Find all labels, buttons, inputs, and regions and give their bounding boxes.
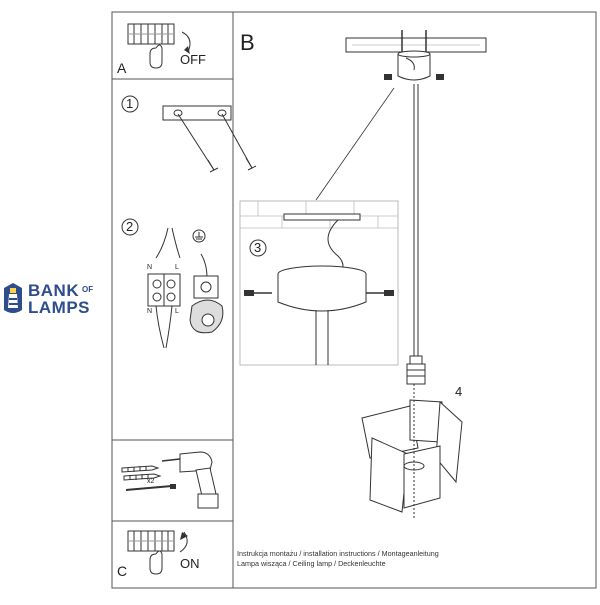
terminal-label-l: L — [175, 264, 179, 271]
hand-icon — [149, 550, 163, 575]
terminal-block-icon — [127, 23, 175, 45]
step-number-3: 3 — [254, 240, 262, 255]
logo-line-2: LAMPS — [28, 298, 90, 317]
screw-icon — [125, 484, 176, 491]
terminal-label-n: N — [147, 264, 153, 271]
footer-instructions: Instrukcja montażu / installation instru… — [237, 549, 439, 558]
panel-label-b: B — [240, 30, 255, 55]
terminal-block-icon — [127, 530, 175, 552]
terminal-label-l-out: L — [175, 308, 179, 315]
step-1-ceiling-wires — [121, 95, 257, 173]
footer-product: Lampa wisząca / Ceiling lamp / Deckenleu… — [237, 559, 386, 568]
switch-state-on: ON — [180, 556, 200, 571]
wall-plug-icon — [121, 465, 160, 473]
logo-line-1: BANK — [28, 281, 80, 300]
step-4-lampshade — [361, 384, 463, 520]
step-number-2: 2 — [126, 219, 134, 234]
ceiling-bracket — [345, 30, 487, 53]
logo-superscript: OF — [82, 285, 94, 294]
step-3-canopy-detail — [239, 200, 399, 366]
outer-frame — [111, 11, 597, 589]
zoom-leader-line — [315, 87, 395, 201]
mounting-kit-box — [111, 439, 234, 522]
step-number-1: 1 — [126, 96, 134, 111]
hand-icon — [149, 44, 163, 69]
arrow-head-icon — [180, 532, 188, 540]
switch-state-off: OFF — [180, 52, 206, 67]
terminal-label-n-out: N — [147, 308, 153, 315]
mounting-kit — [121, 451, 219, 509]
canopy — [384, 50, 444, 81]
panel-label-c: C — [117, 563, 128, 579]
panel-c-switch-on — [111, 439, 234, 589]
panel-a-switch-off — [111, 11, 234, 80]
step-number-4: 4 — [455, 384, 463, 399]
drill-icon — [161, 451, 219, 509]
side-screw-icon — [244, 290, 272, 296]
arrow-head-icon — [184, 46, 190, 54]
side-screw-icon — [366, 290, 394, 296]
lamp-holder — [406, 355, 426, 385]
step-2-wiring — [121, 218, 224, 349]
wall-plug-icon — [123, 473, 162, 481]
earth-symbol-icon — [192, 229, 206, 243]
rotate-arrow-icon — [179, 531, 188, 553]
bank-of-lamps-logo: BANK OF LAMPS — [2, 280, 106, 318]
lighthouse-icon — [4, 283, 22, 313]
earth-clamp-icon — [189, 275, 224, 334]
quantity-label: x2 — [147, 478, 155, 485]
panel-label-a: A — [117, 60, 127, 76]
